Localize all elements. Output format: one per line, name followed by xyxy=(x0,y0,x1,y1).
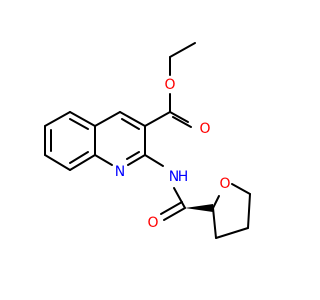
ethyl-ester-group xyxy=(144,42,196,128)
double-bond xyxy=(69,151,89,164)
bond xyxy=(247,193,251,229)
ring-nitrogen-label: N xyxy=(115,164,125,180)
wedge-bond xyxy=(185,204,213,212)
thf-oxygen-label: O xyxy=(219,176,230,192)
double-bond xyxy=(126,151,140,160)
double-bond xyxy=(121,118,140,130)
double-bond xyxy=(69,118,89,130)
amide-hydrogen-label: H xyxy=(178,169,189,185)
molecule-diagram: O O N N H O O xyxy=(44,42,251,239)
double-bond xyxy=(172,116,192,128)
bond xyxy=(169,42,196,58)
benzo-ring xyxy=(44,111,96,171)
bond xyxy=(169,111,189,123)
bond xyxy=(144,154,164,167)
bond xyxy=(94,154,113,166)
bond xyxy=(69,154,96,171)
ester-ether-oxygen-label: O xyxy=(164,77,175,93)
bond xyxy=(44,154,71,171)
pyridine-ring xyxy=(94,111,146,166)
amide-carbonyl-oxygen-label: O xyxy=(147,215,158,231)
bond xyxy=(119,111,146,127)
atom-labels: O O N N H O O xyxy=(115,77,231,231)
bond xyxy=(44,111,71,127)
bond xyxy=(69,111,96,127)
tetrahydrofuran-ring xyxy=(185,183,251,239)
bond xyxy=(215,227,249,239)
bond xyxy=(127,154,146,166)
bond xyxy=(94,111,121,127)
bond xyxy=(163,207,186,221)
structure-canvas: O O N N H O O xyxy=(44,42,251,239)
bond xyxy=(173,187,186,209)
ester-carbonyl-oxygen-label: O xyxy=(199,121,210,137)
amide-group xyxy=(144,154,186,221)
bond xyxy=(212,207,217,239)
bond xyxy=(231,183,251,195)
double-bond xyxy=(160,201,183,215)
bond xyxy=(212,195,220,209)
bond xyxy=(144,111,171,127)
amide-nitrogen-label: N xyxy=(169,169,179,185)
